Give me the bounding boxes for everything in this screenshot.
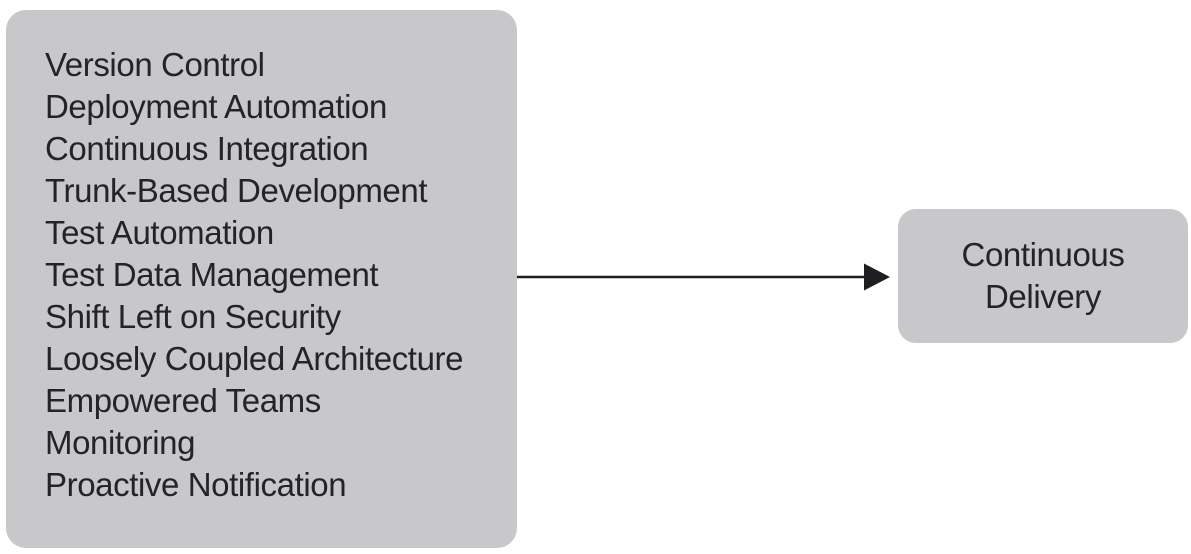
practices-box: Version Control Deployment Automation Co… [6,10,517,548]
practice-item: Test Automation [45,214,274,251]
practice-item: Continuous Integration [45,130,369,167]
practice-item: Proactive Notification [45,466,347,503]
practice-item: Test Data Management [45,256,379,293]
practice-item: Empowered Teams [45,382,321,419]
practice-item: Shift Left on Security [45,298,341,335]
practice-item: Deployment Automation [45,88,387,125]
practice-item: Loosely Coupled Architecture [45,340,464,377]
outcome-box: Continuous Delivery [898,209,1188,343]
right-arrow-icon [517,263,890,291]
practice-item: Version Control [45,46,265,83]
practice-item: Monitoring [45,424,196,461]
outcome-label: Continuous Delivery [961,236,1125,315]
practice-item: Trunk-Based Development [45,172,428,209]
